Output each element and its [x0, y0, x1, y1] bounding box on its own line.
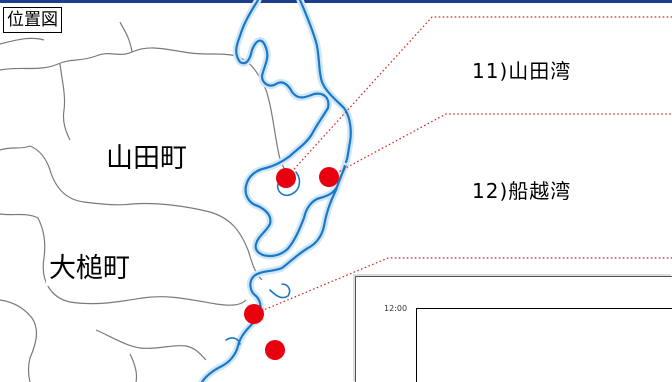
leader-lines [253, 16, 672, 315]
leader-line-south [253, 257, 672, 315]
town-label-yamada: 山田町 [103, 142, 190, 176]
coastline [198, 0, 355, 382]
map-legend-title: 位置図 [3, 7, 62, 33]
inset-chart-panel: 12:00 [355, 276, 672, 382]
inset-plot-area [416, 308, 672, 382]
marker-yamada-bay [276, 168, 296, 188]
header-bar [0, 0, 672, 3]
bay-label-yamada: 11)山田湾 [472, 59, 572, 83]
municipal-boundaries [0, 21, 291, 382]
location-markers [244, 167, 339, 360]
marker-south-1 [244, 304, 264, 324]
marker-funakoshi-bay [319, 167, 339, 187]
leader-line-yamada-bay [285, 16, 672, 179]
bay-label-funakoshi: 12)船越湾 [472, 179, 572, 203]
leader-line-funakoshi-bay [328, 113, 672, 178]
inset-time-label: 12:00 [384, 304, 408, 313]
town-label-otsuchi: 大槌町 [46, 252, 133, 286]
marker-south-2 [265, 340, 285, 360]
